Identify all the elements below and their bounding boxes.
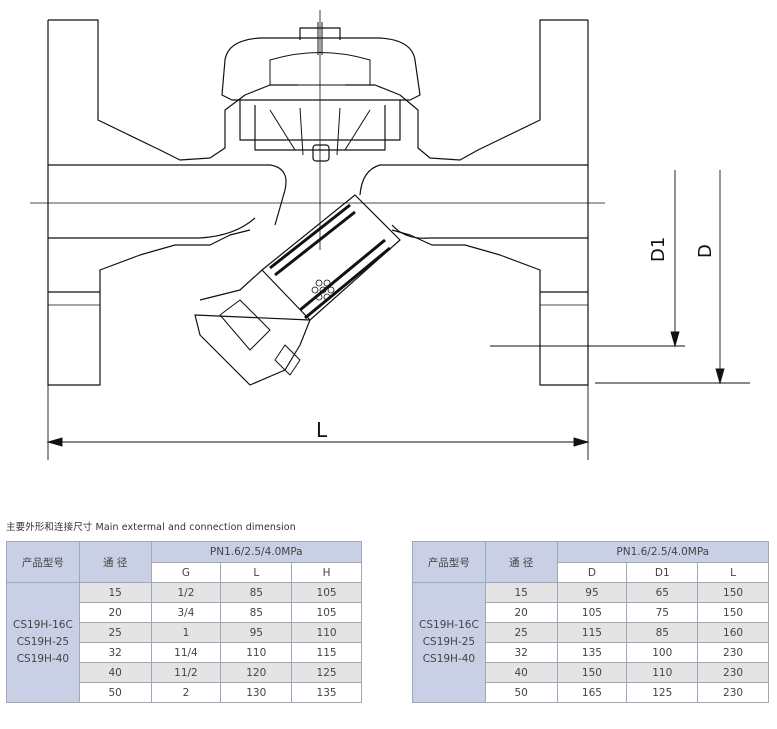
table-row: 20 105 75 150 [413,602,769,623]
table-cell: 150 [556,662,628,683]
model-name: CS19H-16C [419,619,479,631]
dimension-label-D1: D1 [648,237,669,262]
valve-drawing: L D1 D [30,10,750,460]
table-cell: 115 [291,642,362,663]
column-header: D [556,562,628,583]
table-cell: 110 [626,662,699,683]
table-cell: 100 [626,642,699,663]
table-cell: 135 [556,642,628,663]
model-name: CS19H-25 [422,636,476,648]
model-name: CS19H-25 [16,636,70,648]
table-cell: 11/4 [150,642,222,663]
table-cell: 1/2 [150,582,222,603]
table-cell: 1 [150,622,222,643]
table-cell: 2 [150,682,222,703]
dimension-label-L: L [316,418,328,442]
table-cell: 40 [78,662,152,683]
table-row: 50 165 125 230 [413,682,769,703]
table-cell: 125 [291,662,362,683]
table-cell: 15 [78,582,152,603]
table-cell: 75 [626,602,699,623]
strainer-screen [269,203,391,320]
column-header: H [291,562,362,583]
table-caption: 主要外形和连接尺寸 Main extermal and connection d… [6,522,296,533]
bore-header: 通 径 [484,541,558,583]
table-cell: 115 [556,622,628,643]
table-cell: 230 [697,642,769,663]
table-row: 50 2 130 135 [7,682,362,703]
pressure-header: PN1.6/2.5/4.0MPa [556,541,770,563]
left-flange [47,19,298,386]
table-cell: 230 [697,682,769,703]
table-cell: 85 [220,602,293,623]
bonnet [221,27,421,151]
table-cell: 65 [626,582,699,603]
table-cell: 50 [78,682,152,703]
table-cell: 85 [626,622,699,643]
table-cell: 150 [697,602,769,623]
table-cell: 105 [556,602,628,623]
table-cell: 230 [697,662,769,683]
flow-channel [48,164,588,239]
table-row: 32 11/4 110 115 [7,642,362,663]
table-cell: 160 [697,622,769,643]
table-cell: 95 [220,622,293,643]
column-header: L [220,562,293,583]
table-cell: 25 [78,622,152,643]
table-cell: 3/4 [150,602,222,623]
pressure-header: PN1.6/2.5/4.0MPa [150,541,363,563]
table-row: 32 135 100 230 [413,642,769,663]
column-header: D1 [626,562,699,583]
table-row: 40 150 110 230 [413,662,769,683]
table-cell: 135 [291,682,362,703]
model-header: 产品型号 [6,541,80,583]
table-row: CS19H-16C CS19H-25 CS19H-40 15 1/2 85 10… [6,582,362,703]
model-name: CS19H-40 [422,653,476,665]
table-cell: 20 [484,602,558,623]
table-cell: 150 [697,582,769,603]
model-list: CS19H-16C CS19H-25 CS19H-40 [6,582,80,703]
table-cell: 32 [484,642,558,663]
table-row: CS19H-16C CS19H-25 CS19H-40 15 95 65 150 [412,582,769,703]
table-cell: 165 [556,682,628,703]
model-name: CS19H-40 [16,653,70,665]
dimension-label-D: D [695,244,716,258]
table-row: 20 3/4 85 105 [7,602,362,623]
table-cell: 15 [484,582,558,603]
model-name: CS19H-16C [13,619,73,631]
table-cell: 120 [220,662,293,683]
column-header: L [697,562,769,583]
model-list: CS19H-16C CS19H-25 CS19H-40 [412,582,486,703]
table-cell: 110 [220,642,293,663]
dimension-table-flanged: 产品型号 通 径 PN1.6/2.5/4.0MPa D D1 L CS19H-1… [412,541,770,703]
table-cell: 11/2 [150,662,222,683]
table-cell: 105 [291,582,362,603]
table-cell: 105 [291,602,362,623]
table-cell: 40 [484,662,558,683]
table-cell: 20 [78,602,152,623]
table-row: 40 11/2 120 125 [7,662,362,683]
model-header: 产品型号 [412,541,486,583]
table-cell: 85 [220,582,293,603]
table-cell: 125 [626,682,699,703]
table-cell: 110 [291,622,362,643]
table-cell: 25 [484,622,558,643]
strainer-body [194,194,401,386]
table-cell: 130 [220,682,293,703]
bore-header: 通 径 [78,541,152,583]
right-flange [345,19,589,386]
table-cell: 32 [78,642,152,663]
dimension-table-threaded: 产品型号 通 径 PN1.6/2.5/4.0MPa G L H CS19H-16… [6,541,363,703]
column-header: G [150,562,222,583]
table-cell: 95 [556,582,628,603]
table-cell: 50 [484,682,558,703]
